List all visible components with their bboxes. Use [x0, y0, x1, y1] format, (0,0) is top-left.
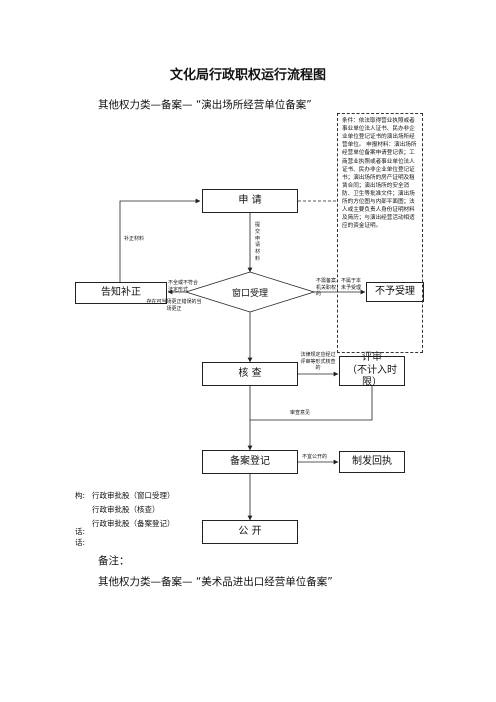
- check-box: 核 查: [202, 362, 298, 386]
- submit-materials-label: 提交申请材料: [254, 222, 260, 262]
- publish-box: 公 开: [202, 520, 298, 544]
- org-label: 构:: [75, 491, 86, 500]
- page-subtitle: 其他权力类—备案— “演出场所经营单位备案”: [98, 99, 312, 111]
- phone-label: 话:: [75, 527, 86, 536]
- not-public-label: 不宜公开的: [302, 454, 328, 460]
- review-needed-label: 法律规定应经过评审等形式核查的: [300, 352, 336, 371]
- notify-to-apply-arrow: [119, 198, 201, 282]
- staff-line-3: 行政审批股（备案登记）: [92, 519, 175, 528]
- issue-receipt-box: 制发回执: [339, 451, 405, 473]
- review-note: （不计入时限）: [347, 364, 397, 389]
- apply-box: 申 请: [202, 189, 298, 213]
- correct-on-spot-label: 存在可当场更正错误的当场更正: [146, 299, 202, 312]
- notify-supplement-box: 告知补正: [75, 282, 167, 304]
- reject-box: 不予受理: [366, 282, 424, 302]
- conditions-note: 条件：依法取得营业执照或者事业单位法人证书、民办非企业单位登记证书的演出场所经营…: [337, 113, 423, 353]
- window-accept-label: 窗口受理: [231, 288, 268, 299]
- staff-line-1: 行政审批股（窗口受理）: [92, 491, 175, 500]
- review-box: 评审 （不计入时限）: [339, 352, 405, 388]
- review-title: 评审: [362, 352, 382, 364]
- page-title: 文化局行政职权运行流程图: [169, 68, 326, 83]
- supplement-label: 补正材料: [124, 236, 145, 242]
- register-box: 备案登记: [202, 450, 298, 474]
- review-opinion-label: 审查意见: [290, 410, 311, 416]
- review-opinion-line: [250, 386, 373, 421]
- incomplete-label: 不全或不符合法定形式: [168, 280, 199, 293]
- not-in-scope-label: 不需备案、不属于本机关职权，未予受理的: [316, 278, 362, 297]
- staff-line-2: 行政审批股（核查）: [92, 505, 160, 514]
- window-decision-diamond: [184, 271, 316, 313]
- remarks-label: 备注：: [98, 555, 130, 567]
- phone2-label: 话:: [75, 538, 86, 547]
- next-section-title: 其他权力类—备案— “美术品进出口经营单位备案”: [98, 576, 333, 588]
